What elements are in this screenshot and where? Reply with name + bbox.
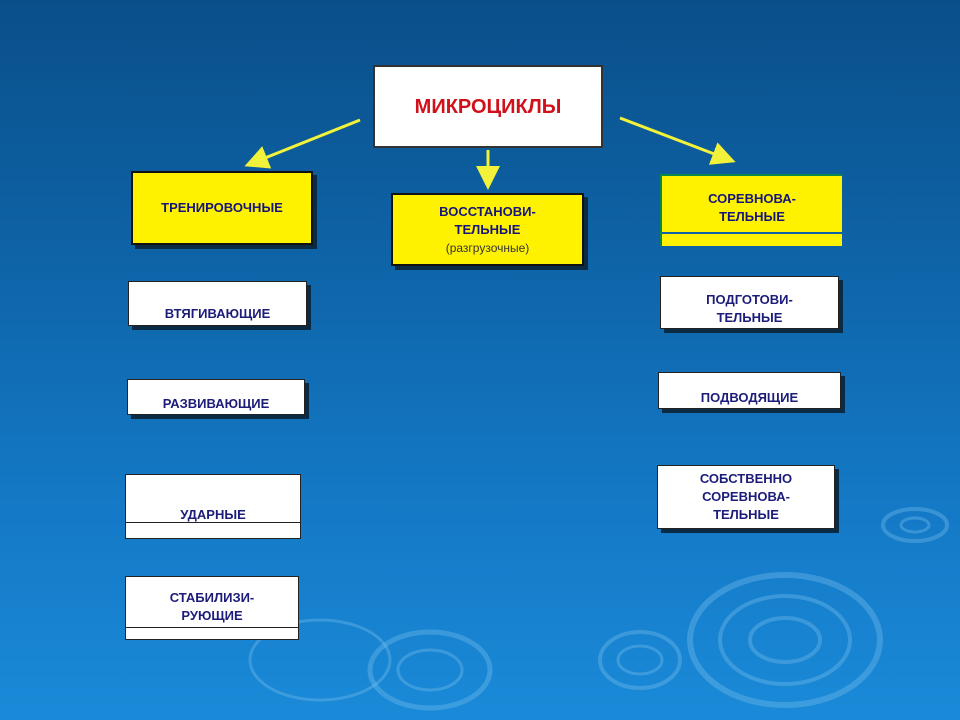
branch-training-label: ТРЕНИРОВОЧНЫЕ (161, 200, 283, 215)
arrow-to-training (244, 118, 361, 169)
training-item-label: РАЗВИВАЮЩИЕ (162, 396, 270, 411)
competition-item-label: ПОДВОДЯЩИЕ (700, 390, 799, 405)
branch-competition-divider (662, 232, 842, 234)
training-item-label: СТАБИЛИЗИ- РУЮЩИЕ (169, 590, 255, 623)
training-item-developing: РАЗВИВАЮЩИЕ (127, 379, 305, 415)
branch-competition-label: СОРЕВНОВА- ТЕЛЬНЫЕ (708, 191, 796, 224)
training-item-label: УДАРНЫЕ (180, 507, 246, 522)
training-item-pulling-in: ВТЯГИВАЮЩИЕ (128, 281, 307, 326)
branch-recovery-sublabel: (разгрузочные) (445, 240, 530, 255)
competition-item-label: ПОДГОТОВИ- ТЕЛЬНЫЕ (706, 292, 793, 325)
competition-item-preparatory: ПОДГОТОВИ- ТЕЛЬНЫЕ (660, 276, 839, 329)
training-item-divider (126, 627, 298, 628)
branch-recovery-label: ВОССТАНОВИ- ТЕЛЬНЫЕ (439, 203, 536, 237)
branch-competition: СОРЕВНОВА- ТЕЛЬНЫЕ (660, 174, 842, 246)
training-item-divider (126, 522, 300, 523)
competition-item-competitive-proper: СОБСТВЕННО СОРЕВНОВА- ТЕЛЬНЫЕ (657, 465, 835, 529)
training-item-stabilizing: СТАБИЛИЗИ- РУЮЩИЕ (125, 576, 299, 640)
arrow-to-competition (619, 116, 736, 165)
training-item-shock: УДАРНЫЕ (125, 474, 301, 539)
branch-training: ТРЕНИРОВОЧНЫЕ (131, 171, 313, 245)
competition-item-label: СОБСТВЕННО СОРЕВНОВА- ТЕЛЬНЫЕ (699, 471, 793, 522)
root-label: МИКРОЦИКЛЫ (414, 95, 562, 118)
root-node-microcycles: МИКРОЦИКЛЫ (373, 65, 603, 148)
competition-item-leading-up: ПОДВОДЯЩИЕ (658, 372, 841, 409)
training-item-label: ВТЯГИВАЮЩИЕ (164, 306, 271, 321)
branch-recovery: ВОССТАНОВИ- ТЕЛЬНЫЕ (разгрузочные) (391, 193, 584, 266)
